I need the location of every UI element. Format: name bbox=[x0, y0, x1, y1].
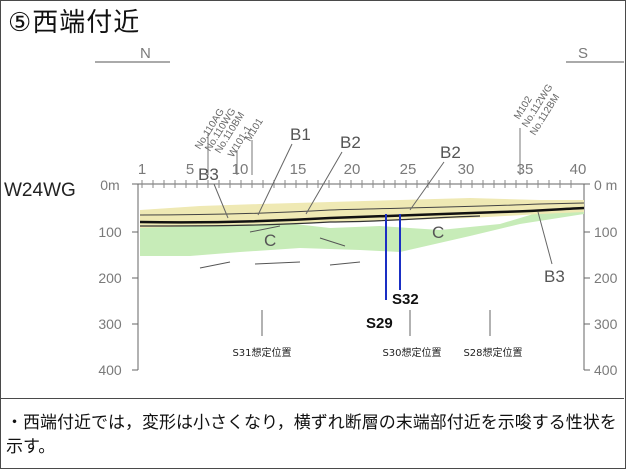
depth-label-left-400: 400 bbox=[98, 362, 122, 378]
note-text: ・西端付近では，変形は小さくなり，横ずれ断層の末端部付近を示唆する性状を示す。 bbox=[6, 413, 617, 457]
depth-label-left-0: 0m bbox=[100, 177, 119, 193]
depth-label-right-400: 400 bbox=[594, 362, 618, 378]
horizon-line-2 bbox=[139, 206, 585, 224]
tick-label-15: 15 bbox=[290, 161, 307, 178]
direction-label-right: S bbox=[578, 45, 588, 62]
depth-label-left-100: 100 bbox=[98, 224, 122, 240]
depth-label-right-300: 300 bbox=[594, 316, 618, 332]
horizon-line-1 bbox=[139, 202, 585, 216]
borehole-group-left-1: No.110AG No.110WG No.110BM bbox=[193, 106, 247, 175]
layer-label-b1: B1 bbox=[290, 125, 311, 144]
layer-label-b2-right: B2 bbox=[440, 143, 461, 162]
assumed-position-s30: S30想定位置 bbox=[382, 346, 441, 359]
tick-label-40: 40 bbox=[570, 161, 587, 178]
note-box: ・西端付近では，変形は小さくなり，横ずれ断層の末端部付近を示唆する性状を示す。 bbox=[0, 398, 624, 468]
layer-label-b2-left: B2 bbox=[340, 133, 361, 152]
depth-label-right-0: 0 m bbox=[594, 177, 617, 193]
depth-label-left-300: 300 bbox=[98, 316, 122, 332]
depth-axis-right: 0 m 100 200 300 400 bbox=[583, 177, 618, 378]
depth-axis-left: 0m 100 200 300 400 bbox=[98, 177, 139, 378]
depth-label-right-100: 100 bbox=[594, 224, 618, 240]
assumed-position-s31: S31想定位置 bbox=[232, 346, 291, 359]
layer-label-c-right: C bbox=[432, 223, 444, 242]
tick-label-20: 20 bbox=[344, 161, 361, 178]
direction-marker-south: S bbox=[566, 45, 624, 63]
fault-lines: S32 S29 bbox=[366, 214, 419, 332]
fault-label-s32: S32 bbox=[392, 291, 419, 308]
horizon-line-3 bbox=[139, 215, 481, 227]
layer-label-b3-right: B3 bbox=[544, 267, 565, 286]
assumed-position-markers: S31想定位置 S30想定位置 S28想定位置 bbox=[232, 310, 523, 359]
tick-label-30: 30 bbox=[458, 161, 475, 178]
fault-trace-sketch bbox=[199, 225, 361, 269]
slide-title: ⑤西端付近 bbox=[8, 8, 141, 38]
direction-label-left: N bbox=[140, 45, 151, 62]
geologic-cross-section: N S No.110AG No.110WG No.110BM M101 W101… bbox=[4, 45, 624, 378]
section-label: W24WG bbox=[4, 180, 76, 201]
tick-label-1: 1 bbox=[138, 161, 146, 178]
tick-label-35: 35 bbox=[517, 161, 534, 178]
fault-label-s29: S29 bbox=[366, 315, 393, 332]
tick-label-10: 10 bbox=[232, 161, 249, 178]
tick-label-5: 5 bbox=[186, 161, 194, 178]
green-layer-c bbox=[140, 206, 584, 256]
depth-label-left-200: 200 bbox=[98, 270, 122, 286]
layer-labels: B3 B1 B2 B2 C C B3 bbox=[198, 125, 565, 286]
layer-label-b3-left: B3 bbox=[198, 165, 219, 184]
distance-axis: 1 5 10 15 20 25 30 35 40 bbox=[138, 161, 587, 188]
depth-label-right-200: 200 bbox=[594, 270, 618, 286]
tick-label-25: 25 bbox=[400, 161, 417, 178]
direction-marker-north: N bbox=[95, 45, 170, 63]
assumed-position-s28: S28想定位置 bbox=[463, 346, 522, 359]
layer-label-c-left: C bbox=[264, 231, 276, 250]
